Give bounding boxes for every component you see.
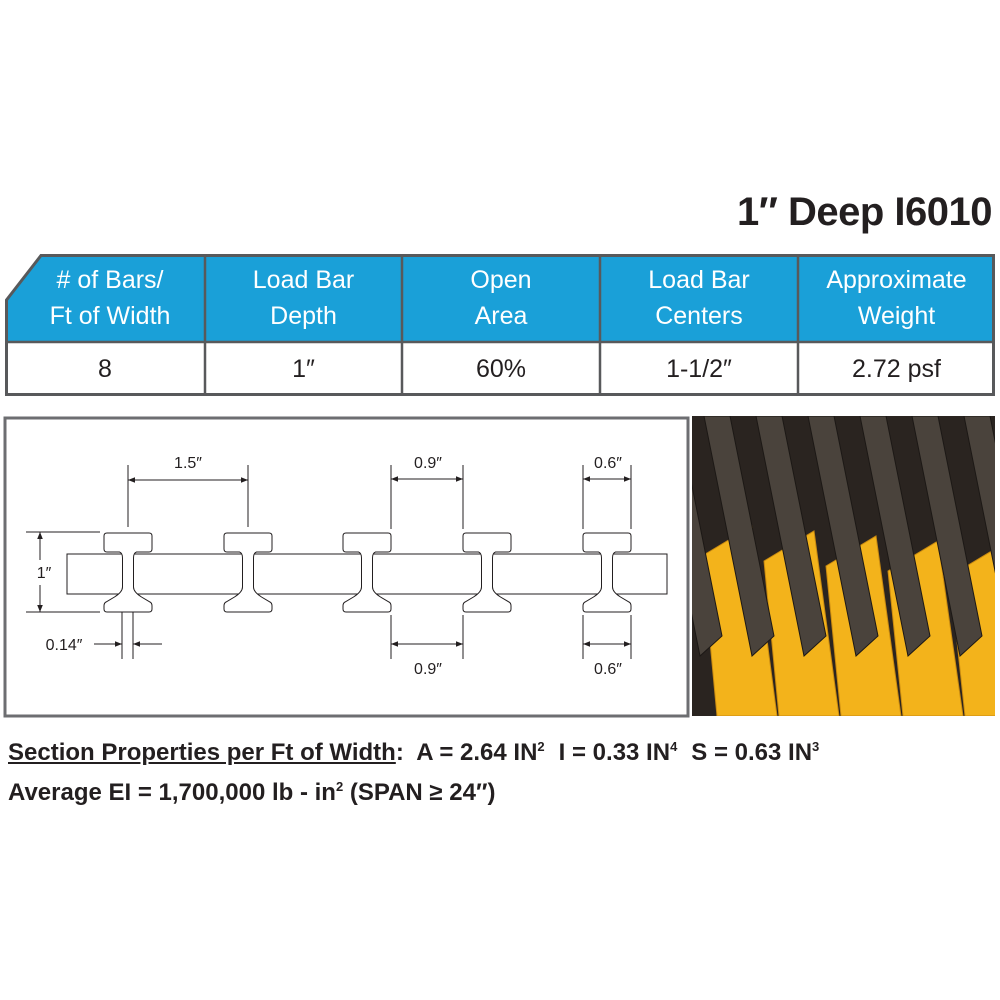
header-line: Approximate	[826, 266, 967, 294]
dim-top-gap-label: 0.9″	[414, 455, 442, 472]
product-title: 1″ Deep I6010	[736, 190, 993, 234]
header-bars-per-ft: # of Bars/Ft of Width	[15, 254, 205, 342]
i-bar	[582, 532, 632, 613]
header-line: Load Bar	[252, 266, 355, 294]
gritted-bar-top	[755, 416, 827, 657]
header-line: # of Bars/	[56, 266, 164, 294]
value-approx-weight: 2.72 psf	[852, 354, 941, 383]
table-grid	[5, 254, 995, 396]
properties-heading: Section Properties per Ft of Width	[8, 739, 396, 766]
dim-depth-label: 1″	[37, 565, 52, 582]
header-line: Load Bar	[648, 266, 750, 294]
cross-section-diagram: 1.5″ 0.9″ 0.6″ 1″ 0.14″ 0.9″ 0.6″	[3, 416, 690, 718]
value-load-bar-centers: 1-1/2″	[666, 354, 732, 383]
header-line: Ft of Width	[49, 302, 171, 330]
header-line: Weight	[857, 302, 936, 330]
value-bars-per-ft: 8	[98, 354, 112, 383]
i-bar	[223, 532, 273, 613]
ei-value: Average EI = 1,700,000 lb - in	[8, 779, 336, 806]
value-load-bar-depth: 1″	[292, 354, 315, 383]
gritted-bar-top	[859, 416, 931, 657]
i-bar	[342, 532, 392, 613]
header-line: Open	[470, 266, 532, 294]
area-value: A = 2.64 IN	[416, 739, 538, 766]
properties-line-2: Average EI = 1,700,000 lb - in2 (SPAN ≥ …	[8, 770, 819, 810]
dim-bottom-gap-label: 0.9″	[414, 661, 442, 678]
header-line: Depth	[270, 302, 337, 330]
span-note: (SPAN ≥ 24″)	[343, 779, 496, 806]
header-line: Centers	[655, 302, 743, 330]
dim-bottom-flange-label: 0.6″	[594, 661, 622, 678]
exponent: 3	[812, 739, 820, 754]
gritted-bar-top	[911, 416, 983, 657]
grating-photo	[692, 416, 995, 716]
gritted-bar-top	[703, 416, 775, 657]
grating-section	[66, 532, 668, 613]
section-modulus-value: S = 0.63 IN	[691, 739, 813, 766]
exponent: 2	[335, 779, 344, 794]
exponent: 4	[670, 739, 678, 754]
exponent: 2	[537, 739, 545, 754]
dim-web-label: 0.14″	[46, 637, 83, 654]
dimension-lines	[26, 465, 632, 659]
gritted-bar-top	[692, 483, 723, 657]
dim-centers-label: 1.5″	[174, 455, 202, 472]
properties-line-1: Section Properties per Ft of Width: A = …	[8, 739, 820, 766]
dim-top-flange-label: 0.6″	[594, 455, 622, 472]
value-open-area: 60%	[475, 354, 527, 383]
header-line: Area	[474, 302, 528, 330]
inertia-value: I = 0.33 IN	[558, 739, 671, 766]
i-bar	[103, 532, 153, 613]
gritted-bar-top	[807, 416, 879, 657]
table-header-background	[5, 254, 995, 342]
section-properties: Section Properties per Ft of Width: A = …	[8, 730, 819, 810]
gritted-bar-top	[963, 416, 995, 574]
i-bar	[462, 532, 512, 613]
